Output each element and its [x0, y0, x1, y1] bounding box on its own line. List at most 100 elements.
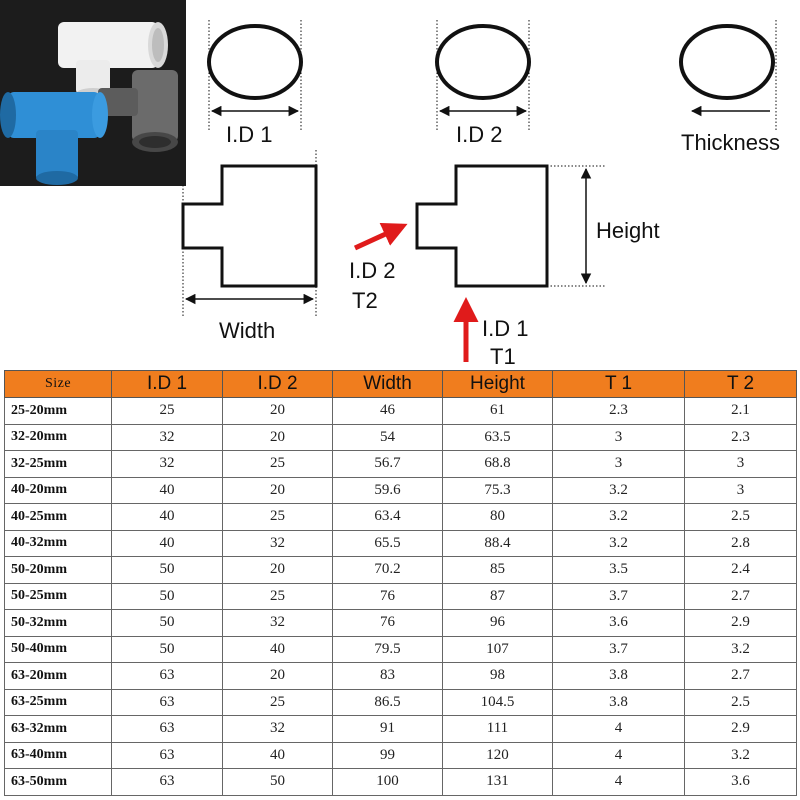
table-cell: 99: [332, 741, 443, 769]
table-cell: 3.2: [552, 476, 685, 504]
table-cell: 25: [222, 503, 333, 531]
size-cell: 40-20mm: [4, 476, 112, 504]
size-cell: 40-32mm: [4, 529, 112, 557]
table-cell: 2.5: [684, 503, 797, 531]
table-cell: 86.5: [332, 688, 443, 716]
table-cell: 56.7: [332, 450, 443, 478]
column-header: Width: [332, 370, 443, 398]
height-label: Height: [596, 218, 660, 243]
table-cell: 63.5: [442, 423, 553, 451]
table-cell: 107: [442, 635, 553, 663]
table-cell: 76: [332, 609, 443, 637]
table-cell: 3: [552, 450, 685, 478]
size-cell: 63-25mm: [4, 688, 112, 716]
id1-circle-figure: [207, 20, 303, 130]
id2-arrow-label: I.D 2: [349, 258, 396, 283]
table-cell: 2.5: [684, 688, 797, 716]
table-cell: 88.4: [442, 529, 553, 557]
dimension-diagram: [181, 20, 777, 362]
height-profile-figure: [415, 164, 605, 288]
table-cell: 50: [222, 768, 333, 796]
id1-arrow-label: I.D 1: [482, 316, 529, 341]
size-cell: 40-25mm: [4, 503, 112, 531]
table-cell: 87: [442, 582, 553, 610]
size-cell: 63-40mm: [4, 741, 112, 769]
column-header: I.D 1: [111, 370, 223, 398]
id2-circle-figure: [435, 20, 531, 130]
table-cell: 63.4: [332, 503, 443, 531]
table-cell: 3.7: [552, 635, 685, 663]
table-cell: 2.1: [684, 397, 797, 425]
table-cell: 40: [222, 741, 333, 769]
product-photo: [0, 0, 186, 186]
table-cell: 2.7: [684, 582, 797, 610]
table-cell: 2.7: [684, 662, 797, 690]
table-cell: 80: [442, 503, 553, 531]
table-cell: 2.3: [684, 423, 797, 451]
table-cell: 131: [442, 768, 553, 796]
size-cell: 50-25mm: [4, 582, 112, 610]
thickness-circle-figure: [679, 20, 777, 130]
table-cell: 25: [222, 688, 333, 716]
table-cell: 91: [332, 715, 443, 743]
column-header: Size: [4, 370, 112, 398]
table-cell: 85: [442, 556, 553, 584]
t2-label: T2: [352, 288, 378, 313]
id2-label: I.D 2: [456, 122, 503, 147]
table-cell: 79.5: [332, 635, 443, 663]
table-cell: 25: [111, 397, 223, 425]
table-cell: 3: [684, 450, 797, 478]
width-label: Width: [219, 318, 276, 343]
table-cell: 3: [684, 476, 797, 504]
table-cell: 3.8: [552, 662, 685, 690]
width-profile-figure: [181, 150, 318, 318]
t1-label: T1: [490, 344, 516, 369]
table-cell: 3.5: [552, 556, 685, 584]
table-cell: 46: [332, 397, 443, 425]
table-cell: 40: [111, 476, 223, 504]
table-cell: 59.6: [332, 476, 443, 504]
table-cell: 32: [111, 423, 223, 451]
size-cell: 32-20mm: [4, 423, 112, 451]
table-cell: 83: [332, 662, 443, 690]
table-cell: 63: [111, 662, 223, 690]
table-cell: 76: [332, 582, 443, 610]
id1-label: I.D 1: [226, 122, 273, 147]
table-cell: 3.7: [552, 582, 685, 610]
table-cell: 50: [111, 609, 223, 637]
size-cell: 25-20mm: [4, 397, 112, 425]
table-cell: 4: [552, 741, 685, 769]
table-cell: 40: [222, 635, 333, 663]
table-cell: 3.8: [552, 688, 685, 716]
size-cell: 50-32mm: [4, 609, 112, 637]
table-cell: 65.5: [332, 529, 443, 557]
table-cell: 3.2: [684, 635, 797, 663]
table-cell: 20: [222, 556, 333, 584]
table-cell: 50: [111, 556, 223, 584]
table-cell: 20: [222, 476, 333, 504]
table-cell: 40: [111, 503, 223, 531]
pipe-tees-image: [0, 0, 186, 186]
table-cell: 25: [222, 450, 333, 478]
thickness-label: Thickness: [681, 130, 781, 155]
table-cell: 20: [222, 662, 333, 690]
table-cell: 54: [332, 423, 443, 451]
table-cell: 32: [111, 450, 223, 478]
column-header: T 1: [552, 370, 685, 398]
table-cell: 104.5: [442, 688, 553, 716]
table-cell: 32: [222, 529, 333, 557]
table-cell: 50: [111, 582, 223, 610]
table-cell: 3.2: [552, 503, 685, 531]
table-cell: 50: [111, 635, 223, 663]
